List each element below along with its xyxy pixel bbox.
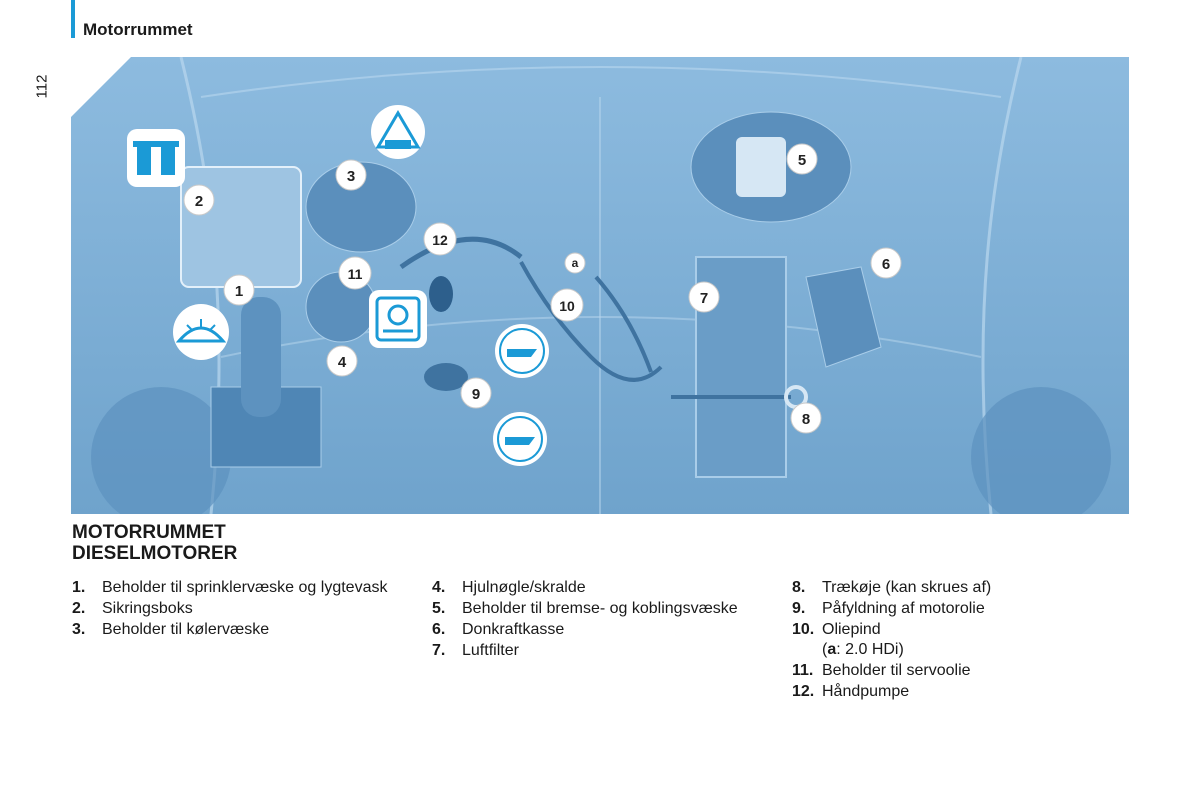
- engine-bay-illustration: 1 2 3 4 5 6 7 8 9 10 11 12 a: [71, 57, 1129, 514]
- legend-item-number: 7.: [432, 642, 446, 659]
- legend-item: 8. Trækøje (kan skrues af): [792, 579, 1112, 596]
- legend-item-text: Beholder til sprinklervæske og lygtevask: [102, 579, 388, 596]
- svg-text:4: 4: [338, 354, 347, 371]
- legend-item-text: Sikringsboks: [102, 600, 193, 617]
- legend-item-number: 12.: [792, 683, 815, 700]
- svg-text:2: 2: [195, 193, 203, 210]
- note-key: a: [827, 641, 837, 658]
- header-accent-bar: [71, 0, 75, 38]
- legend-item-number: 11.: [792, 662, 814, 679]
- svg-text:10: 10: [559, 298, 575, 314]
- callout-a: a: [564, 252, 586, 274]
- svg-text:3: 3: [347, 168, 355, 185]
- legend-item-number: 4.: [432, 579, 446, 596]
- legend-item-text: Luftfilter: [462, 642, 519, 659]
- callout-9: 9: [460, 377, 492, 409]
- callout-5: 5: [786, 143, 818, 175]
- page-heading: MOTORRUMMET DIESELMOTORER: [72, 522, 237, 564]
- washer-fluid-icon: [173, 304, 229, 360]
- svg-text:1: 1: [235, 283, 243, 300]
- engine-oil-icon: [493, 412, 547, 466]
- svg-text:5: 5: [798, 152, 806, 169]
- legend-item-number: 10.: [792, 621, 815, 638]
- callout-1: 1: [223, 274, 255, 306]
- svg-text:6: 6: [882, 256, 890, 273]
- steering-fluid-icon: [369, 290, 427, 348]
- legend-column-3: 8. Trækøje (kan skrues af) 9. Påfyldning a…: [792, 579, 1112, 704]
- legend-item-text: Trækøje (kan skrues af): [822, 579, 992, 596]
- legend-item-text: Håndpumpe: [822, 683, 910, 700]
- legend-item-text: Beholder til kølervæske: [102, 621, 270, 638]
- page-number: 112: [33, 74, 51, 99]
- heading-line-2: DIESELMOTORER: [72, 543, 238, 564]
- legend-item-text: Påfyldning af motorolie: [822, 600, 985, 617]
- legend-item-number: 6.: [432, 621, 446, 638]
- legend-item-text: Oliepind: [822, 621, 881, 638]
- svg-text:7: 7: [700, 290, 708, 307]
- legend-item-number: 5.: [432, 600, 446, 617]
- heading-line-1: MOTORRUMMET: [72, 522, 226, 543]
- legend-item: 7. Luftfilter: [432, 642, 752, 659]
- legend-item: 4. Hjulnøgle/skralde: [432, 579, 752, 596]
- engine-oil-icon: [495, 324, 549, 378]
- callout-6: 6: [870, 247, 902, 279]
- svg-text:a: a: [572, 256, 579, 270]
- callout-2: 2: [183, 184, 215, 216]
- legend-item: 10. Oliepind: [792, 621, 1112, 638]
- legend-item: 6. Donkraftkasse: [432, 621, 752, 638]
- legend-item: 11. Beholder til servoolie: [792, 662, 1112, 679]
- legend-item-number: 8.: [792, 579, 806, 596]
- legend-item-number: 3.: [72, 621, 86, 638]
- legend-item: 2. Sikringsboks: [72, 600, 392, 617]
- callout-10: 10: [550, 288, 584, 322]
- legend-item: 9. Påfyldning af motorolie: [792, 600, 1112, 617]
- legend-column-2: 4. Hjulnøgle/skralde 5. Beholder til brems…: [432, 579, 752, 663]
- legend-item: 5. Beholder til bremse- og koblingsvæske: [432, 600, 752, 617]
- fuse-icon: [127, 129, 185, 187]
- svg-text:11: 11: [348, 266, 363, 282]
- dipstick-note: (a: 2.0 HDi): [822, 641, 904, 658]
- legend-column-1: 1. Beholder til sprinklervæske og lygteva…: [72, 579, 392, 642]
- svg-text:8: 8: [802, 411, 810, 428]
- legend-item: 12. Håndpumpe: [792, 683, 1112, 700]
- legend-item-text: Hjulnøgle/skralde: [462, 579, 586, 596]
- legend-item-number: 2.: [72, 600, 86, 617]
- callout-3: 3: [335, 159, 367, 191]
- legend-item-text: Donkraftkasse: [462, 621, 565, 638]
- callout-7: 7: [688, 281, 720, 313]
- callout-12: 12: [423, 222, 457, 256]
- svg-text:12: 12: [432, 232, 448, 248]
- callout-11: 11: [338, 256, 372, 290]
- callout-8: 8: [790, 402, 822, 434]
- legend-item-text: Beholder til bremse- og koblingsvæske: [462, 600, 738, 617]
- callout-4: 4: [326, 345, 358, 377]
- section-title: Motorrummet: [83, 20, 193, 39]
- legend-item: 1. Beholder til sprinklervæske og lygteva…: [72, 579, 392, 596]
- coolant-warning-icon: [371, 105, 425, 159]
- legend-item-number: 9.: [792, 600, 806, 617]
- legend-item-number: 1.: [72, 579, 86, 596]
- legend-item: 3. Beholder til kølervæske: [72, 621, 392, 638]
- svg-text:9: 9: [472, 386, 480, 403]
- legend-item-text: Beholder til servoolie: [822, 662, 971, 679]
